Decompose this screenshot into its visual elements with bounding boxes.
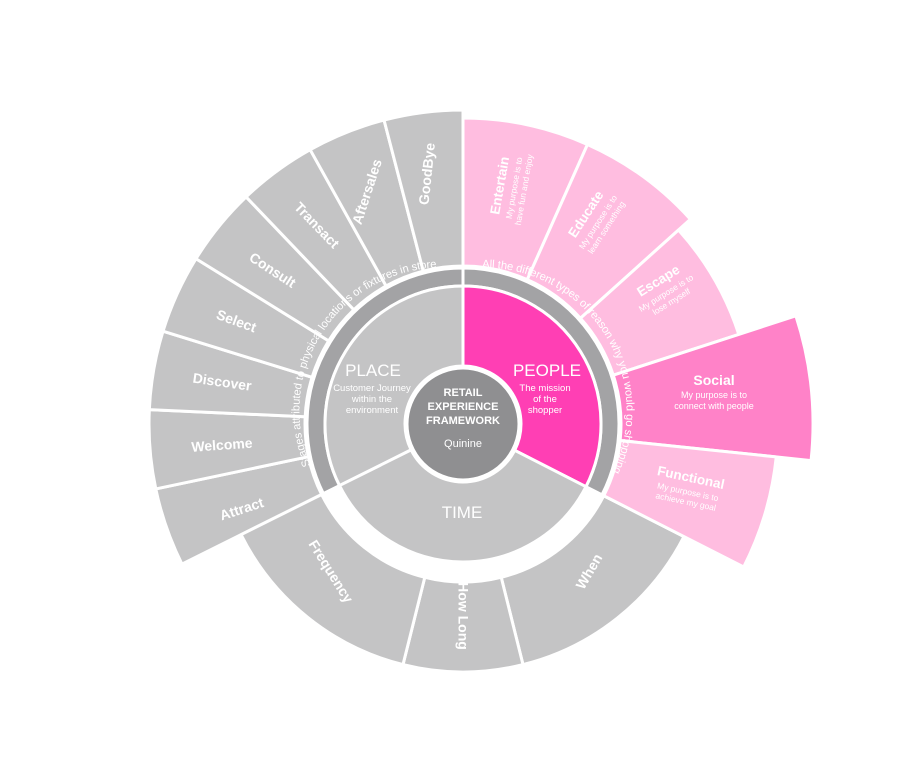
segment-social [611,314,815,463]
stage-goodbye: GoodBye [416,142,438,206]
pillar-time [338,448,588,564]
stage-welcome: Welcome [191,435,253,455]
people-subtitle-2: of the [533,394,557,405]
place-subtitle-3: environment [346,405,399,416]
center-brand: Quinine [444,438,482,450]
pillar-place [323,284,465,488]
reason-social: Social My purpose is to connect with peo… [674,372,754,411]
place-title: PLACE [345,361,401,380]
time-title: TIME [442,503,483,522]
segment-frequency [239,493,427,667]
center-hub [405,366,521,482]
center-title-line3: FRAMEWORK [426,415,500,427]
svg-text:connect with people: connect with people [674,401,754,411]
center-title-line1: RETAIL [444,387,483,399]
center-title-line2: EXPERIENCE [428,401,499,413]
segment-educate [525,142,692,320]
place-subtitle-2: within the [351,394,392,405]
segment-goodbye [382,108,465,273]
svg-text:Social: Social [693,372,734,388]
people-subtitle-1: The mission [519,383,570,394]
wheel-segments [147,108,815,674]
segment-functional [602,439,778,569]
stage-how-long: How Long [455,582,471,650]
svg-text:My purpose is to: My purpose is to [681,390,747,400]
place-subtitle-1: Customer Journey [333,383,411,394]
people-title: PEOPLE [513,361,581,380]
pillar-people [461,284,603,489]
people-subtitle-3: shopper [528,405,562,416]
